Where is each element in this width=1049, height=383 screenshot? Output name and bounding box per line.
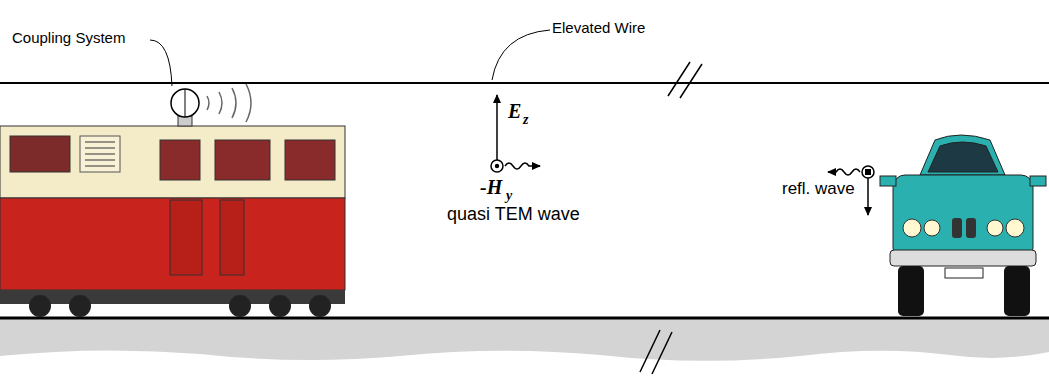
ground-line bbox=[0, 317, 1049, 320]
car bbox=[880, 135, 1046, 316]
wave-arrow bbox=[505, 163, 540, 169]
wave-arrow bbox=[828, 169, 860, 175]
e-field-arrow bbox=[867, 178, 869, 215]
h-field-dot bbox=[495, 164, 499, 168]
wave-label: quasi TEM wave bbox=[447, 205, 580, 225]
part-label: Coupling System bbox=[12, 30, 125, 47]
e-field-arrow bbox=[496, 95, 498, 160]
h-field-cross bbox=[865, 169, 871, 175]
break-mark bbox=[640, 330, 672, 374]
ground bbox=[0, 318, 1049, 361]
h-field-symbol bbox=[862, 166, 874, 178]
leader-line bbox=[492, 30, 550, 80]
radiation-arcs bbox=[207, 84, 251, 122]
locomotive bbox=[0, 89, 345, 317]
break-mark bbox=[668, 62, 702, 98]
h-field-symbol bbox=[491, 160, 503, 172]
field-symbol: E bbox=[508, 100, 521, 122]
field-subscript: y bbox=[506, 188, 512, 203]
field-symbol: -H bbox=[480, 176, 502, 198]
field-subscript: z bbox=[523, 112, 528, 127]
leader-line bbox=[150, 40, 172, 86]
elevated-wire bbox=[0, 82, 1049, 84]
wave-label: refl. wave bbox=[782, 180, 855, 199]
part-label: Elevated Wire bbox=[552, 20, 645, 37]
